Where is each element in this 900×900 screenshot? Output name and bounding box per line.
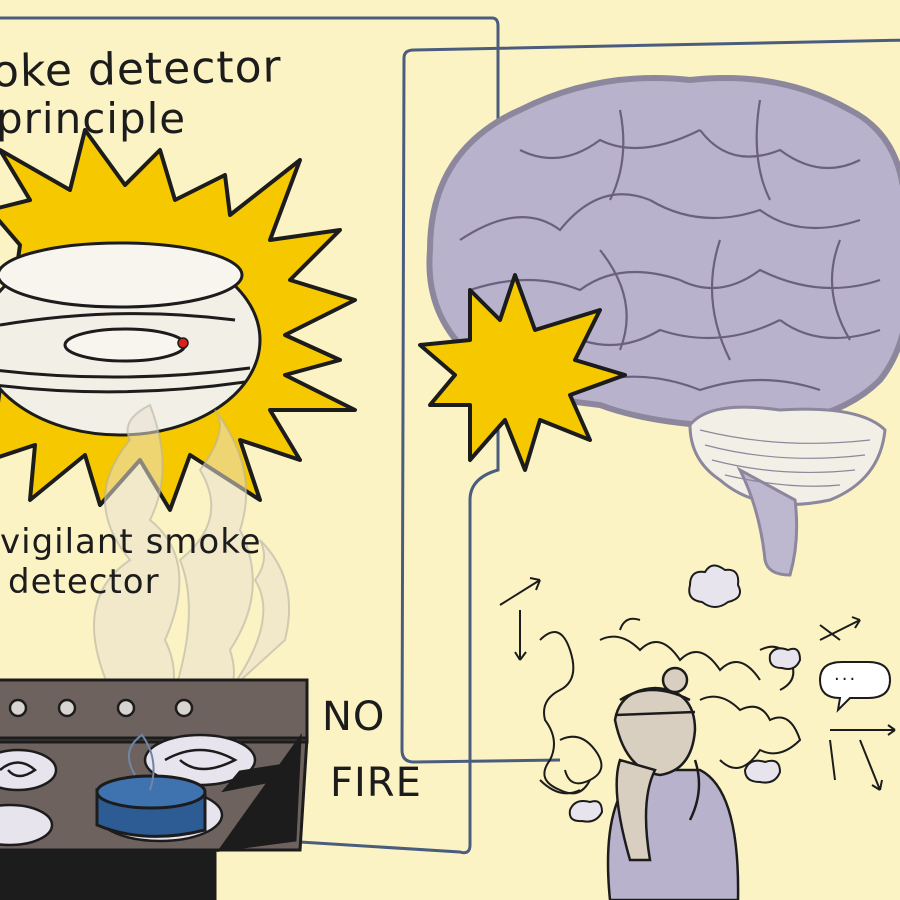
no-fire-label-line-1: NO (322, 694, 386, 740)
pot (95, 733, 291, 838)
stove-knobs (8, 698, 194, 718)
anxious-person (606, 666, 740, 900)
title-line-2: principle (0, 94, 187, 143)
smoke-detector (0, 241, 262, 437)
brain-alarm-burst (418, 273, 627, 472)
caption-line-1: vigilant smoke (0, 522, 262, 562)
no-fire-label-line-2: FIRE (330, 760, 422, 806)
title-line-1: oke detector (0, 41, 283, 98)
detector-red-light (177, 337, 189, 349)
caption-line-2: detector (8, 562, 160, 602)
thought-bubble-text: ... (834, 664, 858, 685)
worry-clouds (568, 564, 802, 823)
rising-smoke (93, 403, 291, 702)
thought-bubble (818, 661, 892, 713)
right-panel-frame (400, 38, 900, 764)
left-panel-frame (0, 16, 500, 855)
